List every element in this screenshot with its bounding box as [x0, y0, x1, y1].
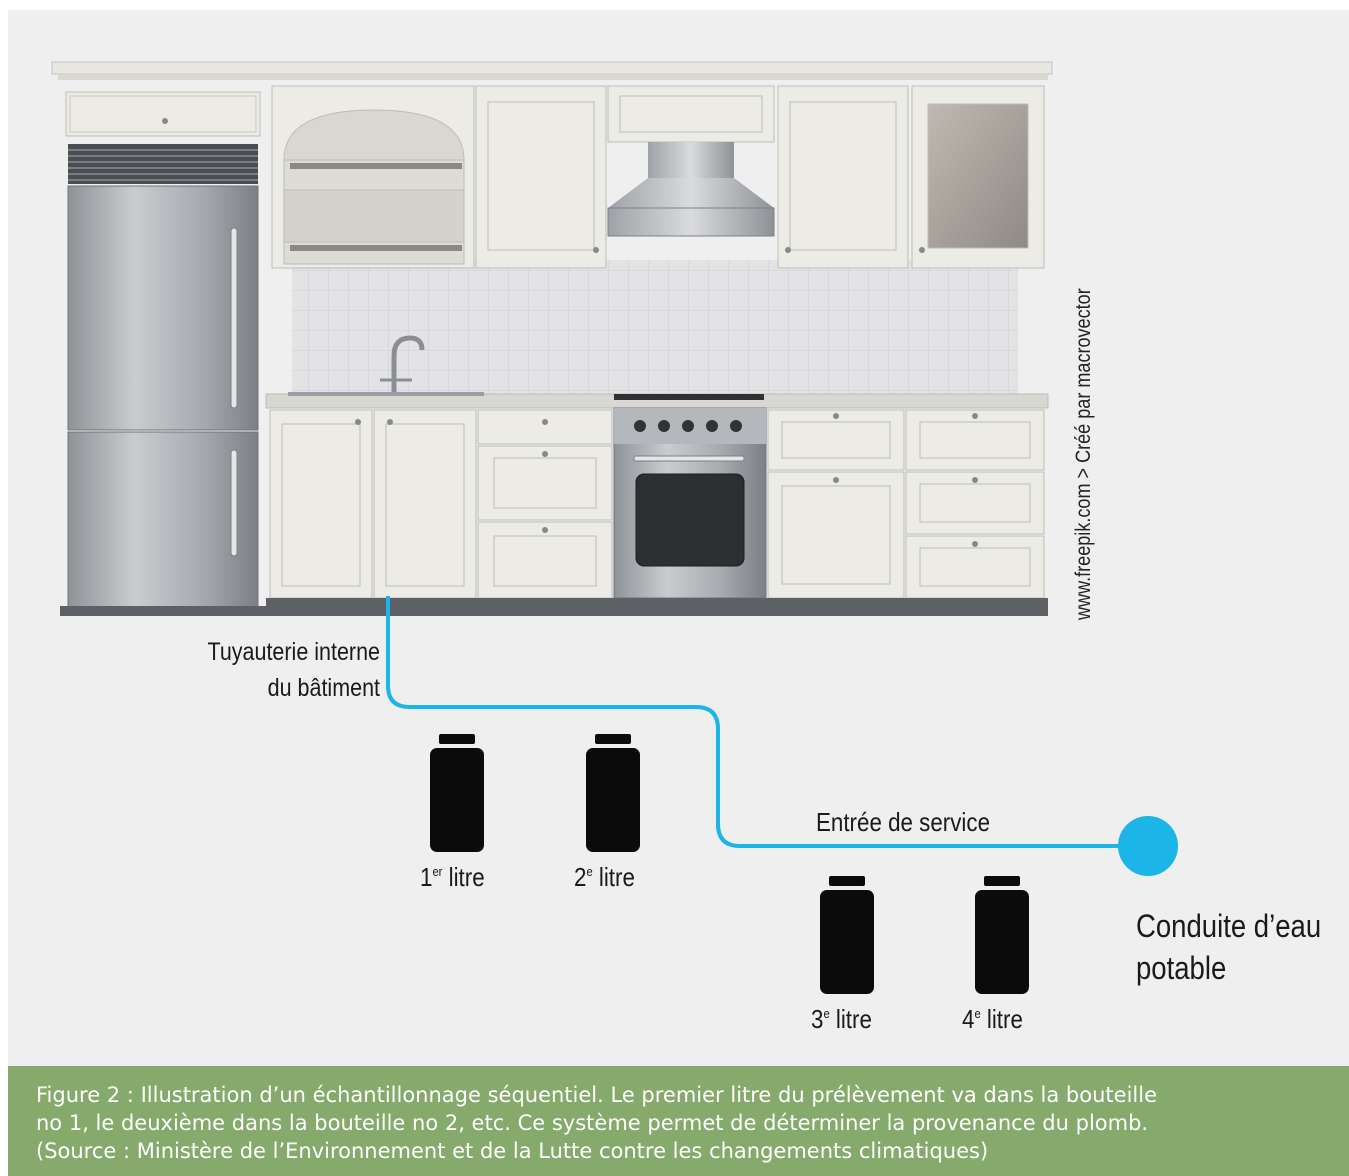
bottle-2-ordinal: e [586, 864, 593, 879]
water-pipe [386, 596, 1148, 848]
lower-cabinets [269, 409, 1045, 599]
upper-cabinets [271, 85, 1045, 269]
figure-caption: Figure 2 : Illustration d’un échantillon… [8, 1066, 1349, 1176]
cabinet-knobs-upper [593, 247, 925, 253]
internal-pipe-label: Tuyauterie interne du bâtiment [172, 634, 380, 706]
cabinet-knobs-lower [355, 413, 978, 547]
bottle-4-ordinal: e [974, 1006, 981, 1021]
tile-backsplash [292, 260, 1018, 394]
figure-panel: Tuyauterie interne du bâtiment Entrée de… [8, 10, 1349, 1066]
oven [613, 407, 767, 599]
bottle-4 [975, 876, 1029, 994]
internal-pipe-label-line2: du bâtiment [267, 674, 380, 702]
water-main-label-line1: Conduite d’eau [1136, 908, 1322, 944]
bottle-3-word: litre [829, 1004, 872, 1034]
internal-pipe-label-line1: Tuyauterie interne [207, 638, 380, 666]
bottle-1 [430, 734, 484, 852]
bottle-3-number: 3 [811, 1004, 824, 1034]
range-hood [607, 142, 775, 237]
bottle-1-word: litre [442, 862, 485, 892]
faucet [380, 335, 425, 392]
bottle-2-word: litre [592, 862, 635, 892]
bottle-4-word: litre [980, 1004, 1023, 1034]
bottle-1-label: 1er litre [420, 862, 485, 893]
kitchen-plinth [266, 598, 1048, 616]
image-credit: www.freepik.com > Créé par macrovector [1072, 288, 1095, 620]
kitchen-illustration [51, 61, 1178, 994]
caption-line-3: (Source : Ministère de l’Environnement e… [36, 1139, 989, 1163]
water-main-label: Conduite d’eau potable [1136, 905, 1321, 989]
bottle-3-ordinal: e [823, 1006, 830, 1021]
bottle-1-number: 1 [420, 862, 433, 892]
refrigerator [60, 91, 266, 616]
bottle-4-label: 4e litre [962, 1004, 1023, 1035]
bottle-4-number: 4 [962, 1004, 975, 1034]
crown-moulding [51, 61, 1053, 80]
bottle-2 [586, 734, 640, 852]
bottle-3-label: 3e litre [811, 1004, 872, 1035]
bottle-2-number: 2 [574, 862, 587, 892]
bottle-2-label: 2e litre [574, 862, 635, 893]
service-entry-label: Entrée de service [816, 807, 991, 837]
caption-line-1: Figure 2 : Illustration d’un échantillon… [36, 1083, 1157, 1107]
bottle-3 [820, 876, 874, 994]
caption-line-2: no 1, le deuxième dans la bouteille no 2… [36, 1111, 1149, 1135]
water-main-node [1118, 816, 1178, 876]
water-main-label-line2: potable [1136, 950, 1227, 986]
bottle-1-ordinal: er [432, 864, 443, 879]
